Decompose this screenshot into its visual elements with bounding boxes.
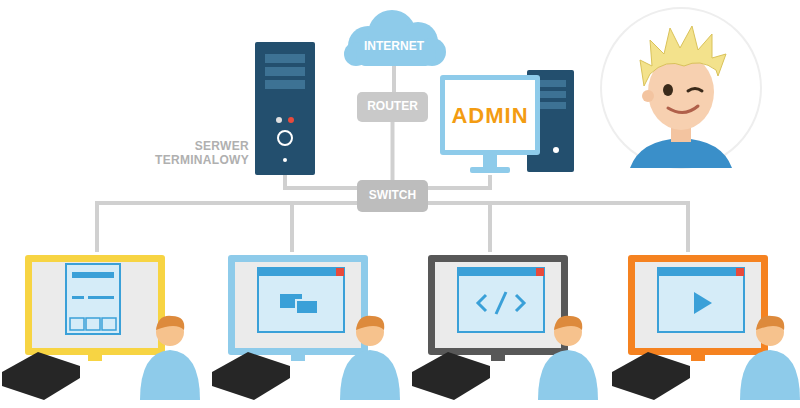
monitor-stand [291,355,305,361]
network-cable [392,122,393,180]
client-monitor [25,255,165,361]
monitor-stand [483,155,497,167]
monitor-screen [635,262,761,348]
wireframe-page [66,264,120,334]
thin-client [612,352,690,400]
router-box: ROUTER [357,92,428,122]
cloud-node: INTERNET [340,8,448,66]
window-bar [258,268,344,276]
window-bar [658,268,744,276]
monitor-stand [491,355,505,361]
power-button [278,131,292,145]
monitor-base [470,167,510,173]
code-symbol [478,292,524,314]
network-cable [394,66,395,92]
user-body [740,350,800,400]
user-icon [340,316,400,400]
server-shape [255,42,315,175]
avatar-wink [688,89,702,92]
client-monitor [428,255,568,361]
user-body [538,350,598,400]
avatar-hair [640,26,726,86]
app-window [658,268,744,332]
user-body [340,350,400,400]
box-fill [357,180,428,212]
chat-bubble [296,300,318,314]
avatar-circle [601,8,761,168]
tower-body [255,42,315,175]
drop-wire [488,203,492,252]
avatar-smile [668,106,698,113]
close-button [736,268,744,276]
avatar-ear [642,90,654,102]
thin-client [412,352,490,400]
cable-line [392,66,396,92]
node-label: SWITCH [357,189,428,203]
window-bar [458,268,544,276]
tower-led [553,147,559,153]
wireframe-line [88,296,114,299]
drop-wire [290,203,294,252]
wireframe-cell [86,318,100,330]
close-button [536,268,544,276]
wireframe-cell [102,318,116,330]
switch-box: SWITCH [357,180,428,212]
avatar-shirt [630,138,732,168]
monitor-stand [691,355,705,361]
user-icon [740,316,800,400]
cloud-shape [340,8,448,66]
user-hair [554,316,582,330]
node-label: ROUTER [357,100,428,114]
tower-slot [265,67,305,76]
tower-led [283,158,287,162]
monitor-stand [88,355,102,361]
cable-line [391,122,395,180]
node-label: SERWER TERMINALOWY [149,140,249,168]
monitor-frame [25,255,165,355]
play-symbol [694,292,712,314]
tower-slot [265,80,305,89]
node-label: ADMIN [440,103,540,128]
app-window [458,268,544,332]
admin-avatar [601,8,761,168]
avatar-eye [663,84,673,96]
client-monitor [628,255,768,361]
monitor-screen [435,262,561,348]
wireframe-line [72,296,84,299]
network-cable [285,175,357,188]
box-fill [357,92,428,122]
client-monitor [228,255,368,361]
user-icon [140,316,200,400]
server-tower: SERWER TERMINALOWY [255,42,315,175]
monitor-frame [228,255,368,355]
close-button [336,268,344,276]
network-cable [428,175,490,188]
node-label: INTERNET [340,40,448,54]
cable-line [285,175,357,188]
monitor-frame [428,255,568,355]
monitor-frame [440,75,540,155]
thin-client [2,352,80,400]
user-hair [756,316,784,330]
user-hair [156,316,184,330]
user-icon [538,316,598,400]
monitor-screen [32,262,158,348]
user-hair [356,316,384,330]
app-window [258,268,344,332]
tower-led [288,117,294,123]
wireframe-bar [72,272,114,278]
tower-slot [265,54,305,63]
tower-led [276,117,282,123]
monitor-frame [628,255,768,355]
user-body [140,350,200,400]
wireframe-cell [70,318,84,330]
admin-monitor: ADMIN [440,75,540,175]
users [140,316,800,400]
cable-line [428,175,490,188]
monitor-screen [235,262,361,348]
thin-client [212,352,290,400]
